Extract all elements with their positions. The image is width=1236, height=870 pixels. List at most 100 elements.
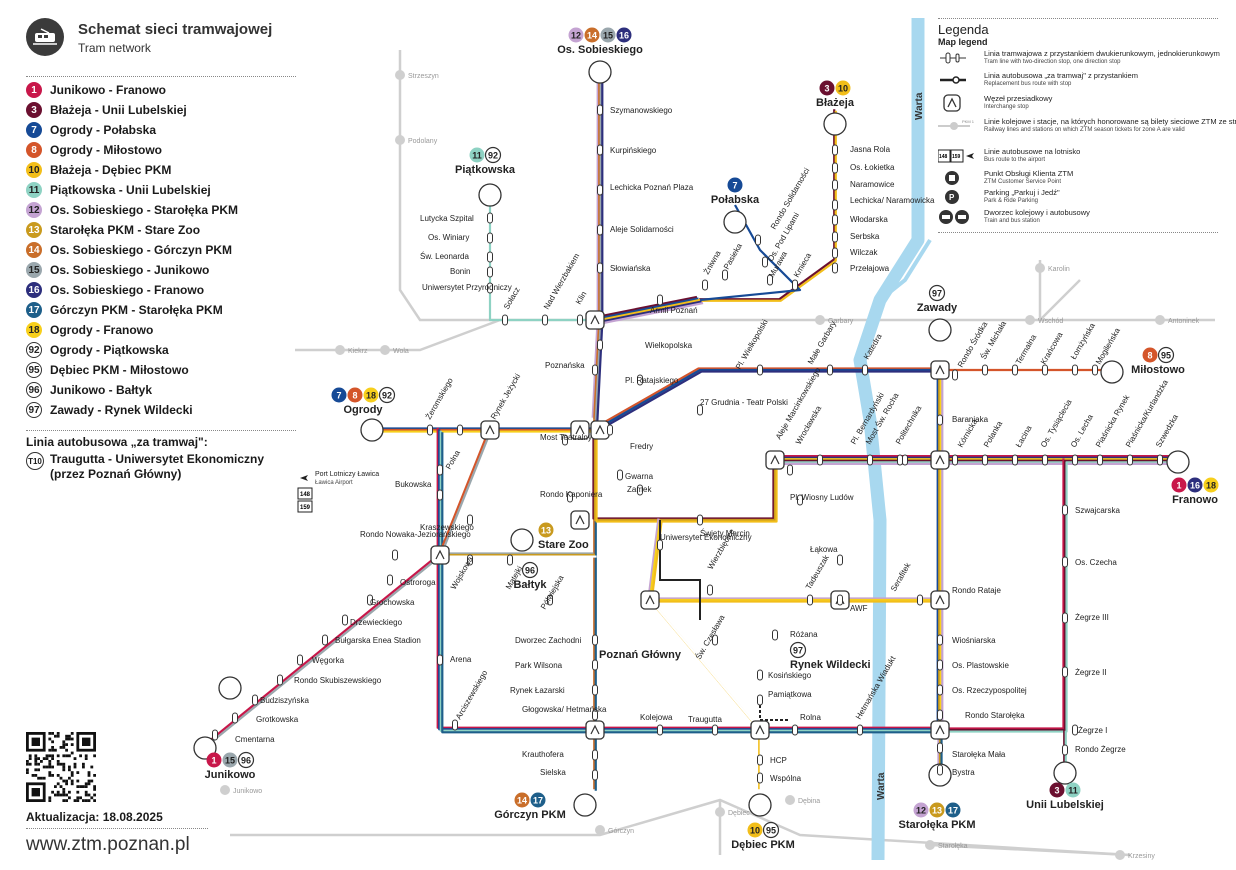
line-badge-95[interactable] xyxy=(1157,346,1175,364)
tram-stop-icon[interactable] xyxy=(937,709,943,721)
tram-stop-icon[interactable] xyxy=(547,594,553,606)
tram-stop-icon[interactable] xyxy=(657,294,663,306)
tram-stop-icon[interactable] xyxy=(1062,556,1068,568)
line-badge-17[interactable] xyxy=(945,802,961,818)
tram-stop-icon[interactable] xyxy=(577,314,583,326)
terminus-icon[interactable] xyxy=(1166,450,1190,474)
tram-stop-icon[interactable] xyxy=(487,282,493,294)
tram-stop-icon[interactable] xyxy=(832,262,838,274)
tram-stop-icon[interactable] xyxy=(902,454,908,466)
tram-stop-icon[interactable] xyxy=(755,234,761,246)
interchange-icon[interactable] xyxy=(765,450,785,470)
tram-stop-icon[interactable] xyxy=(597,184,603,196)
tram-stop-icon[interactable] xyxy=(982,454,988,466)
tram-stop-icon[interactable] xyxy=(637,374,643,386)
interchange-icon[interactable] xyxy=(570,510,590,530)
tram-stop-icon[interactable] xyxy=(712,724,718,736)
tram-stop-icon[interactable] xyxy=(592,749,598,761)
tram-stop-icon[interactable] xyxy=(617,469,623,481)
tram-stop-icon[interactable] xyxy=(792,279,798,291)
tram-stop-icon[interactable] xyxy=(832,231,838,243)
terminus-icon[interactable] xyxy=(588,60,612,84)
tram-stop-icon[interactable] xyxy=(437,654,443,666)
tram-stop-icon[interactable] xyxy=(832,214,838,226)
terminus-icon[interactable] xyxy=(1100,360,1124,384)
tram-stop-icon[interactable] xyxy=(657,539,663,551)
tram-stop-icon[interactable] xyxy=(832,162,838,174)
tram-stop-icon[interactable] xyxy=(232,712,238,724)
line-badge-12[interactable] xyxy=(568,27,584,43)
tram-stop-icon[interactable] xyxy=(832,144,838,156)
tram-stop-icon[interactable] xyxy=(487,232,493,244)
tram-stop-icon[interactable] xyxy=(592,634,598,646)
tram-stop-icon[interactable] xyxy=(937,764,943,776)
line-badge-15[interactable] xyxy=(600,27,616,43)
line-badge-18[interactable] xyxy=(1203,477,1219,493)
line-badge-7[interactable] xyxy=(331,387,347,403)
line-badge-15[interactable] xyxy=(222,752,238,768)
line-badge-14[interactable] xyxy=(584,27,600,43)
tram-stop-icon[interactable] xyxy=(487,266,493,278)
line-badge-18[interactable] xyxy=(363,387,379,403)
tram-stop-icon[interactable] xyxy=(387,574,393,586)
line-badge-8[interactable] xyxy=(347,387,363,403)
tram-stop-icon[interactable] xyxy=(862,364,868,376)
tram-stop-icon[interactable] xyxy=(437,489,443,501)
tram-stop-icon[interactable] xyxy=(1062,504,1068,516)
line-badge-96[interactable] xyxy=(521,561,539,579)
tram-stop-icon[interactable] xyxy=(897,454,903,466)
tram-stop-icon[interactable] xyxy=(607,424,613,436)
tram-stop-icon[interactable] xyxy=(952,454,958,466)
interchange-icon[interactable] xyxy=(480,420,500,440)
tram-stop-icon[interactable] xyxy=(1072,454,1078,466)
line-badge-17[interactable] xyxy=(530,792,546,808)
line-badge-10[interactable] xyxy=(747,822,763,838)
tram-stop-icon[interactable] xyxy=(1012,454,1018,466)
tram-stop-icon[interactable] xyxy=(502,314,508,326)
website-link[interactable]: www.ztm.poznan.pl xyxy=(26,834,190,855)
tram-stop-icon[interactable] xyxy=(542,314,548,326)
tram-stop-icon[interactable] xyxy=(592,659,598,671)
line-badge-96[interactable] xyxy=(237,751,255,769)
interchange-icon[interactable] xyxy=(585,720,605,740)
tram-stop-icon[interactable] xyxy=(867,454,873,466)
line-badge-13[interactable] xyxy=(929,802,945,818)
line-badge-13[interactable] xyxy=(538,522,554,538)
tram-stop-icon[interactable] xyxy=(767,274,773,286)
tram-stop-icon[interactable] xyxy=(457,424,463,436)
tram-stop-icon[interactable] xyxy=(1062,666,1068,678)
line-badge-8[interactable] xyxy=(1142,347,1158,363)
tram-stop-icon[interactable] xyxy=(757,669,763,681)
line-badge-95[interactable] xyxy=(762,821,780,839)
tram-stop-icon[interactable] xyxy=(937,414,943,426)
interchange-icon[interactable] xyxy=(750,720,770,740)
tram-stop-icon[interactable] xyxy=(592,684,598,696)
tram-stop-icon[interactable] xyxy=(592,769,598,781)
line-badge-1[interactable] xyxy=(206,752,222,768)
tram-stop-icon[interactable] xyxy=(757,754,763,766)
interchange-icon[interactable] xyxy=(590,420,610,440)
tram-stop-icon[interactable] xyxy=(467,514,473,526)
tram-stop-icon[interactable] xyxy=(637,484,643,496)
tram-stop-icon[interactable] xyxy=(712,634,718,646)
tram-stop-icon[interactable] xyxy=(562,434,568,446)
line-badge-92[interactable] xyxy=(484,146,502,164)
interchange-icon[interactable] xyxy=(570,420,590,440)
tram-stop-icon[interactable] xyxy=(597,262,603,274)
tram-stop-icon[interactable] xyxy=(832,199,838,211)
interchange-icon[interactable] xyxy=(585,310,605,330)
line-badge-7[interactable] xyxy=(727,177,743,193)
tram-stop-icon[interactable] xyxy=(1062,744,1068,756)
tram-stop-icon[interactable] xyxy=(917,594,923,606)
interchange-icon[interactable] xyxy=(930,360,950,380)
